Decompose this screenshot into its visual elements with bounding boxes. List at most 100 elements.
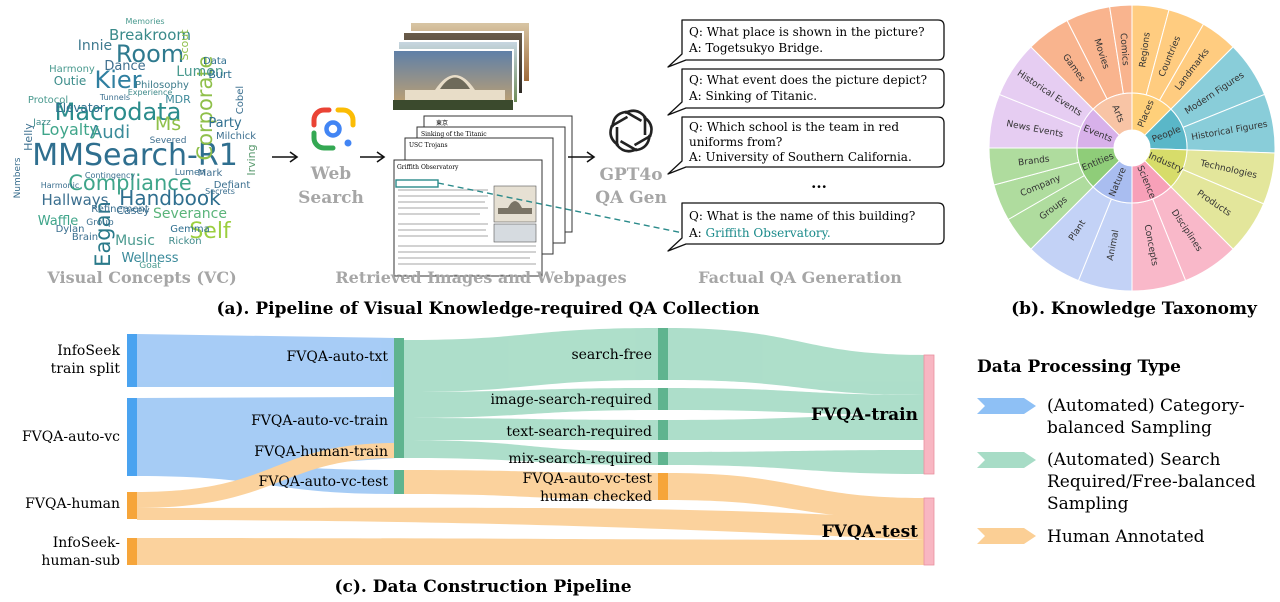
word-cloud-word: Secrets [205,187,235,196]
node-fvqa-auto-vc [127,398,137,476]
node-mix-search [658,452,668,465]
search-node-label: mix-search-required [508,451,652,467]
word-cloud-word: Memories [125,17,164,26]
word-cloud-word: Severance [153,206,227,222]
node-mid-green [394,338,404,458]
node-auto-vc-test [394,470,404,494]
word-cloud-word: Burt [208,68,232,81]
legend: Data Processing Type (Automated) Categor… [977,357,1256,547]
qa-bubble-3: Q: Which school is the team in red unifo… [667,116,945,175]
output-label-test: FVQA-test [822,522,919,542]
node-infoseek-human-sub [127,538,137,565]
source-label: human-sub [41,553,120,569]
search-node-label: search-free [571,347,652,363]
mid-node-label: FVQA-auto-vc-test [259,474,389,490]
qa-answer: A: Togetsukyo Bridge. [688,41,823,55]
word-cloud-word: Gemma [170,224,210,235]
legend-item-label: Human Annotated [1047,527,1205,547]
word-cloud-word: Scout [178,29,191,61]
source-label: train split [51,361,121,377]
word-cloud-word: Party [208,116,242,131]
retrieved-caption: Retrieved Images and Webpages [335,268,626,287]
word-cloud-word: Rickon [168,236,201,247]
web-search-label-2: Search [298,188,364,208]
legend-item-label: balanced Sampling [1047,418,1212,438]
qa-question: Q: What place is shown in the picture? [689,25,925,39]
mid-node-label: FVQA-human-train [254,444,388,460]
source-label: FVQA-human [25,496,120,512]
word-cloud-word: Compliance [68,171,192,195]
word-cloud-word: MMSearch-R1 [32,138,238,173]
flow-text-to-train [668,415,924,440]
flow-auto-vc-test-to-checked [404,470,658,500]
source-label: InfoSeek [57,343,120,359]
word-cloud-word: Audi [90,122,130,143]
word-cloud-word: Innie [78,38,112,54]
legend-swatch-blue [977,398,1036,414]
qa-question-cont: uniforms from? [689,135,782,149]
web-search-label: Web [310,164,352,184]
word-cloud-word: Loyalty [41,120,99,139]
word-cloud-word: Dylan [56,224,85,235]
arrow-right-icon [272,151,299,163]
flow-human-to-human-train [137,443,396,508]
part-b-caption: (b). Knowledge Taxonomy [1011,299,1258,319]
word-cloud-word: Contingency [85,171,135,180]
flow-to-search-free [404,328,658,392]
taxonomy-label: Regions [1138,31,1153,68]
flow-search-free-to-train [668,328,924,395]
node-image-search [658,388,668,410]
word-cloud-word: MDR [165,93,191,106]
word-cloud-word: Severed [150,136,187,146]
arrow-right-icon [568,151,596,163]
flow-to-mix-search [404,440,658,465]
node-search-free [658,328,668,380]
word-cloud-word: Harmony [49,64,95,75]
openai-logo-icon [609,109,653,153]
google-lens-icon [311,107,356,151]
qa-question: Q: Which school is the team in red [689,120,899,134]
qa-answer: A: University of Southern California. [688,150,912,164]
word-cloud-word: Kier [94,66,141,94]
part-a-caption: (a). Pipeline of Visual Knowledge-requir… [216,299,759,319]
legend-swatch-orange [977,528,1036,544]
webpage-title: Sinking of the Titanic [421,131,487,138]
qa-question: Q: What event does the picture depict? [689,73,927,87]
word-cloud-word: Wellness [121,251,178,266]
word-cloud-word: Numbers [13,157,23,198]
qa-bubble-4: Q: What is the name of this building? A:… [667,202,945,252]
word-cloud-word: Ms [155,113,181,135]
node-fvqa-train [923,354,935,475]
word-cloud-word: Tunnels [99,93,130,102]
word-cloud-word: Corporate [193,56,217,161]
legend-item-label: (Automated) Category- [1047,396,1245,416]
qa-answer: A: Griffith Observatory. [688,226,831,240]
word-cloud-word: Experience [128,88,173,97]
legend-title: Data Processing Type [977,357,1181,377]
retrieved-images [392,21,531,111]
flow-infoseek-human-to-test [137,538,924,565]
word-cloud-word: Room [116,40,184,68]
word-cloud-caption: Visual Concepts (VC) [46,268,236,287]
word-cloud-word: Philosophy [135,80,189,91]
word-cloud-word: Protocol [28,95,68,106]
arrow-right-icon [360,151,386,163]
legend-item-label: Required/Free-balanced [1047,472,1256,492]
node-infoseek-train [127,334,137,387]
retrieved-webpages: 東京 Sinking of the Titanic USC Trojans Gr… [393,115,684,277]
part-a-pipeline: MMSearch-R1MacrodataRoomKierComplianceHa… [13,17,945,319]
word-cloud-word: Handbook [119,186,221,210]
taxonomy-center [1114,130,1150,166]
word-cloud-word: Waffle [38,214,79,229]
word-cloud-word: Defiant [214,180,251,191]
word-cloud-word: Breakroom [109,26,191,44]
word-cloud: MMSearch-R1MacrodataRoomKierComplianceHa… [13,17,258,271]
word-cloud-word: Eagan [91,201,115,267]
taxonomy-label: Comics [1117,33,1130,67]
qa-gen-caption: Factual QA Generation [698,268,902,287]
word-cloud-word: Mark [198,168,223,179]
part-c-caption: (c). Data Construction Pipeline [334,577,631,597]
word-cloud-word: Self [189,219,232,244]
